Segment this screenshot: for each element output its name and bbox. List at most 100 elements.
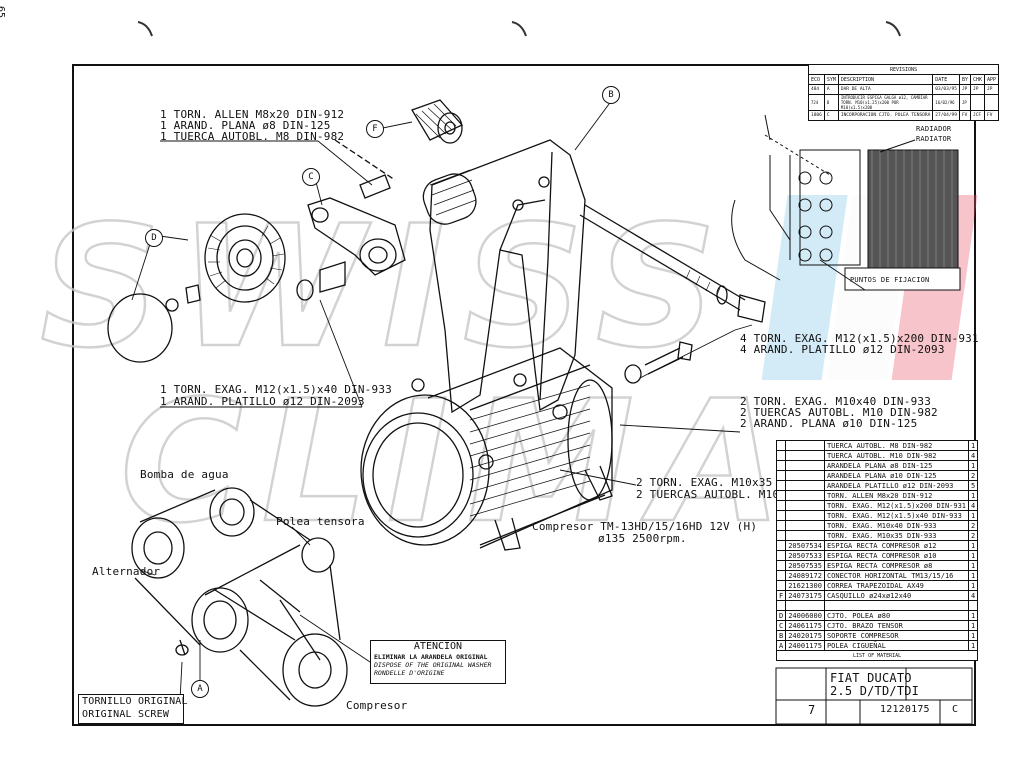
parts-cell-desc: TORN. EXAG. M12(x1.5)x200 DIN-931 — [823, 500, 970, 511]
parts-cell-ref: 20507534 — [785, 540, 825, 551]
parts-cell-ref — [785, 470, 825, 481]
parts-cell-code: A — [775, 640, 787, 651]
rev-cell: 484 — [808, 84, 825, 95]
parts-cell-code — [775, 450, 787, 461]
parts-cell-code: C — [775, 620, 787, 631]
rev-header: BY — [958, 74, 972, 85]
rev-header: CHK — [969, 74, 986, 85]
parts-cell-qty: 2 — [968, 520, 979, 531]
rev-cell: 16/02/96 — [932, 94, 960, 111]
parts-cell-ref: 24073175 — [785, 590, 825, 601]
parts-cell-desc: ESPIGA RECTA COMPRESOR ø8 — [823, 560, 970, 571]
parts-cell-desc: ARANDELA PLANA ø10 DIN-125 — [823, 470, 970, 481]
parts-cell-qty: 5 — [968, 480, 979, 491]
parts-cell-qty: 1 — [968, 630, 979, 641]
parts-cell-qty: 1 — [968, 620, 979, 631]
rev-cell: 27/04/99 — [932, 110, 960, 121]
parts-cell-code — [775, 550, 787, 561]
rev-cell: DAR DE ALTA — [837, 84, 934, 95]
note-allen-1: 1 TORN. ALLEN M8x20 DIN-912 — [160, 108, 345, 121]
parts-cell-qty: 1 — [968, 490, 979, 501]
parts-cell-desc: CJTO. BRAZO TENSOR — [823, 620, 970, 631]
parts-footer: LIST OF MATERIAL — [775, 650, 979, 661]
parts-cell-ref — [785, 450, 825, 461]
rev-cell: B — [823, 94, 839, 111]
parts-cell-code — [775, 530, 787, 541]
parts-cell-qty: 4 — [968, 590, 979, 601]
parts-cell-ref: 24001175 — [785, 640, 825, 651]
parts-cell-ref: 24061175 — [785, 620, 825, 631]
parts-cell-code — [775, 490, 787, 501]
revisions-table: REVISIONS ECO SYM DESCRIPTION DATE BY CH… — [807, 64, 1000, 121]
label-alternador: Alternador — [92, 565, 161, 578]
radiator-detail — [731, 114, 961, 291]
parts-cell-qty: 4 — [968, 500, 979, 511]
parts-cell-desc: ARANDELA PLATILLO ø12 DIN-2093 — [823, 480, 970, 491]
title-sheet: 7 — [808, 703, 816, 717]
rev-cell: 1806 — [808, 110, 825, 121]
parts-cell-ref: 24089172 — [785, 570, 825, 581]
label-puntos-fijacion: PUNTOS DE FIJACION — [850, 276, 930, 284]
title-drawing-number: 12120175 — [880, 704, 930, 715]
parts-cell-qty: 1 — [968, 460, 979, 471]
title-engine: 2.5 D/TD/TDI — [830, 684, 920, 698]
note-m10x40-2: 2 TUERCAS AUTOBL. M10 DIN-982 — [740, 406, 938, 419]
parts-cell-code — [775, 560, 787, 571]
parts-cell-ref: 20507533 — [785, 550, 825, 561]
drawing-frame — [72, 64, 976, 726]
parts-cell-ref — [785, 500, 825, 511]
rev-cell: JP — [984, 84, 1000, 95]
rev-cell: A — [823, 84, 839, 95]
parts-cell-qty: 1 — [968, 570, 979, 581]
tornillo-box: TORNILLO ORIGINAL ORIGINAL SCREW — [78, 694, 188, 724]
label-compresor-spec-1: Compresor TM-13HD/15/16HD 12V (H) — [532, 520, 758, 533]
parts-cell-ref: 20507535 — [785, 560, 825, 571]
label-compresor-small: Compresor — [346, 699, 408, 712]
bracket-drawing — [422, 139, 586, 414]
rev-cell: INTRODUCIR ESPIGA GALGA ø12, CAMBIAR TOR… — [837, 94, 934, 111]
parts-cell-ref — [785, 440, 825, 451]
rev-cell: FV — [984, 110, 1000, 121]
atencion-line-3: RONDELLE D'ORIGINE — [374, 669, 445, 677]
parts-cell-qty: 1 — [968, 640, 979, 651]
svg-text:SWISS: SWISS — [40, 189, 735, 385]
label-radiador: RADIADOR — [916, 125, 952, 133]
parts-cell-code: F — [775, 590, 787, 601]
rev-header: ECO — [808, 74, 825, 85]
parts-cell-ref: 21621300 — [785, 580, 825, 591]
parts-cell-ref: 24020175 — [785, 630, 825, 641]
parts-cell-ref — [785, 600, 825, 611]
parts-cell-desc: TORN. EXAG. M10x35 DIN-933 — [823, 530, 970, 541]
note-allen-2: 1 ARAND. PLANA ø8 DIN-125 — [160, 119, 331, 132]
parts-cell-code — [775, 520, 787, 531]
parts-cell-code — [775, 510, 787, 521]
parts-cell-desc: TUERCA AUTOBL. M8 DIN-982 — [823, 440, 970, 451]
parts-cell-code — [775, 500, 787, 511]
parts-cell-qty: 1 — [968, 550, 979, 561]
note-allen-3: 1 TUERCA AUTOBL. M8 DIN-982 — [160, 130, 345, 143]
parts-cell-desc: CJTO. POLEA ø80 — [823, 610, 970, 621]
parts-cell-desc: CORREA TRAPEZOIDAL AX49 — [823, 580, 970, 591]
rev-header: SYM — [823, 74, 839, 85]
parts-cell-qty: 1 — [968, 510, 979, 521]
parts-cell-ref — [785, 480, 825, 491]
rev-header: DESCRIPTION — [837, 74, 934, 85]
parts-cell-desc: POLEA CIGUEÑAL — [823, 640, 970, 651]
parts-cell-ref — [785, 520, 825, 531]
parts-cell-code — [775, 440, 787, 451]
rev-header: DATE — [932, 74, 960, 85]
rev-cell — [984, 94, 1000, 111]
parts-cell-desc: ARANDELA PLANA ø8 DIN-125 — [823, 460, 970, 471]
rev-cell: INCORPORACION CJTO. POLEA TENSORA — [837, 110, 934, 121]
